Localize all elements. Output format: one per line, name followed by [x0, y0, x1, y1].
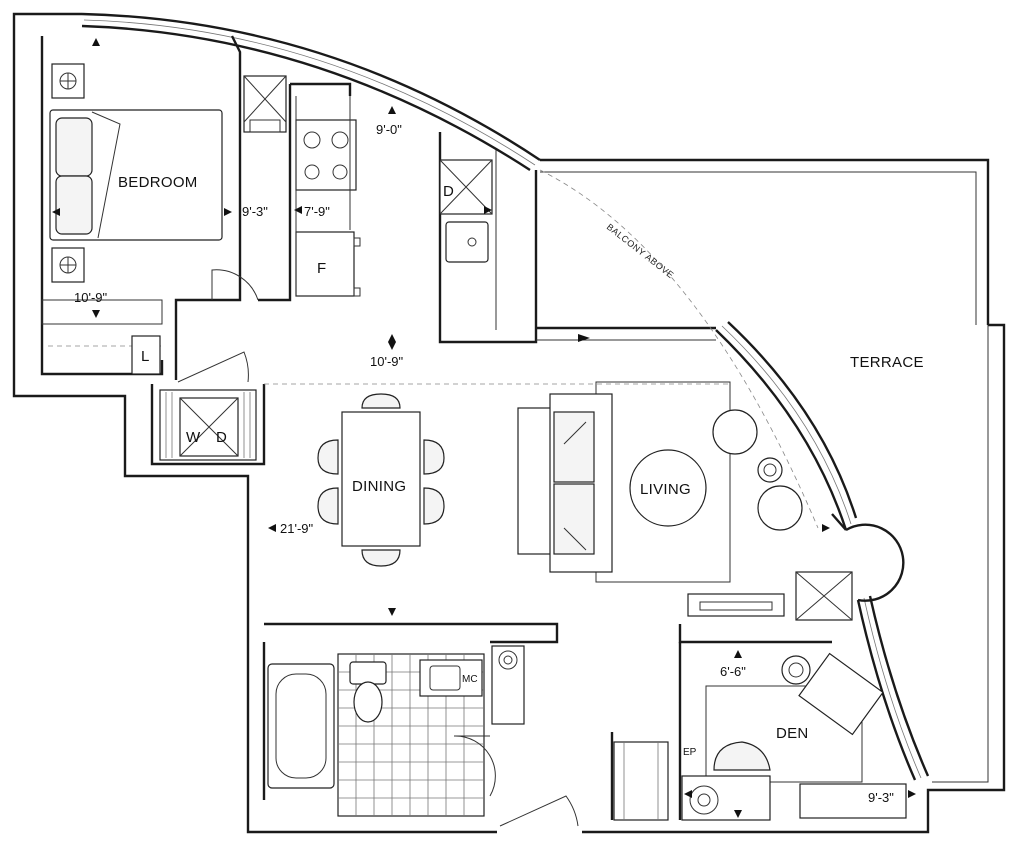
dimension-kitchen-depth: 9'-0" [376, 122, 402, 137]
fixture-label-medicine-cabinet: MC [462, 674, 478, 685]
dimension-den-depth: 6'-6" [720, 664, 746, 679]
fixture-label-electrical-panel: EP [683, 747, 697, 758]
den-furniture [613, 652, 907, 821]
exterior-walls [12, 12, 1006, 834]
dimension-arrows [52, 38, 916, 818]
dimension-living-dining-length: 21'-9" [280, 521, 314, 536]
laundry-closet [159, 389, 257, 461]
dimension-den-width: 9'-3" [868, 790, 894, 805]
fixture-label-linen: L [141, 348, 150, 365]
balcony-above-note: BALCONY ABOVE [605, 222, 676, 281]
dimension-kitchen-width: 7'-9" [304, 204, 330, 219]
dimension-bedroom-length: 10'-9" [74, 290, 108, 305]
fixture-label-washer: W [186, 429, 201, 446]
room-label-terrace: TERRACE [850, 354, 924, 371]
fixture-label-dryer: D [216, 429, 227, 446]
interior-walls [150, 35, 832, 820]
bedroom-furniture [41, 63, 223, 375]
fixture-label-dishwasher: D [443, 183, 454, 200]
living-furniture [517, 381, 853, 621]
bathroom-fixtures [267, 645, 525, 817]
room-label-living: LIVING [640, 481, 691, 498]
dining-set [317, 393, 445, 567]
doors [177, 269, 579, 827]
kitchen-fixtures [243, 75, 497, 330]
fixture-label-fridge: F [317, 260, 326, 277]
dimension-living-width: 10'-9" [370, 354, 404, 369]
room-label-dining: DINING [352, 478, 406, 495]
room-label-den: DEN [776, 725, 809, 742]
dimension-bedroom-width: 9'-3" [242, 204, 268, 219]
room-label-bedroom: BEDROOM [118, 174, 198, 191]
